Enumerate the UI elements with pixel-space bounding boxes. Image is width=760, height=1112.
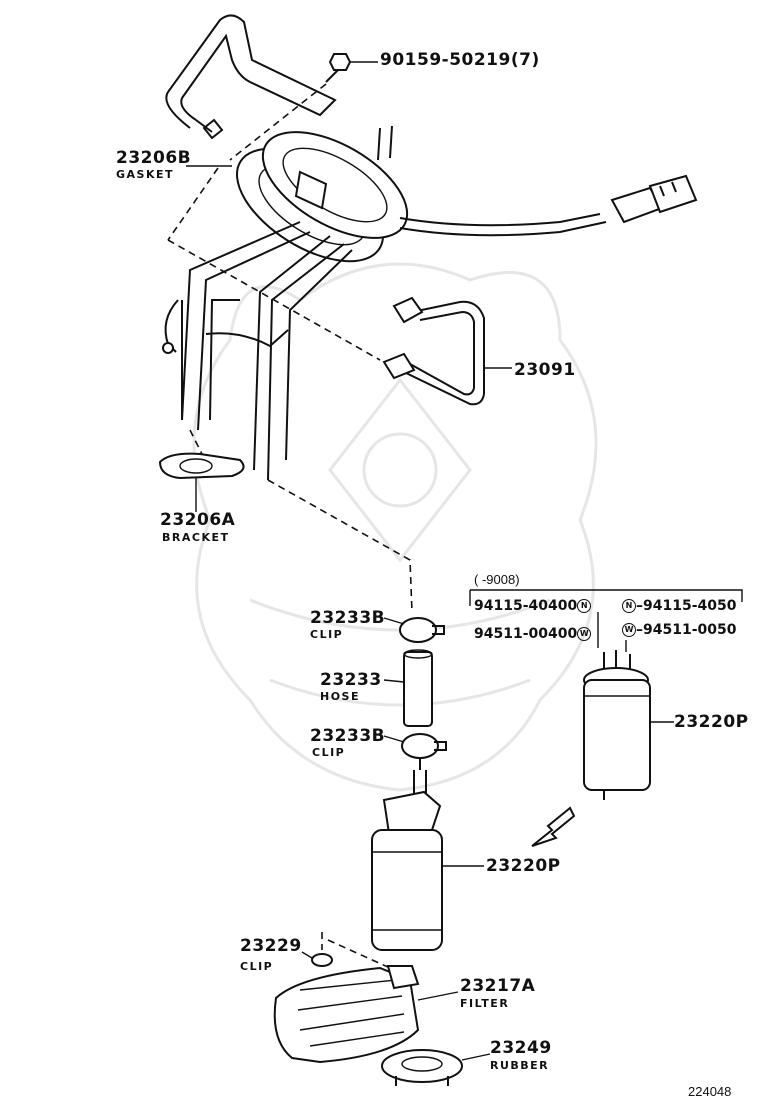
rubber-name: RUBBER [490, 1059, 550, 1072]
gasket-name: GASKET [116, 168, 175, 181]
direction-arrow [531, 806, 576, 847]
rubber-part-number: 23249 [490, 1038, 552, 1058]
flange-pipe [377, 125, 393, 161]
clip-bottom [401, 733, 447, 770]
sender-flange [261, 131, 409, 239]
fuel-pump [371, 770, 443, 951]
pump-alt-part-number: 23220P [674, 712, 749, 732]
clip-bottom-part-number: 23233B [310, 726, 386, 746]
fuel-filter [273, 965, 420, 1064]
clip-top [399, 617, 445, 643]
fuel-gauge-wire [165, 14, 337, 129]
clip-top-part-number: 23233B [310, 608, 386, 628]
tube-leader-dashed [167, 239, 381, 361]
fuel-tube [382, 296, 485, 406]
kit-part-2: N–94115-4050 [622, 598, 736, 614]
bolt [325, 53, 352, 83]
tube-part-number: 23091 [514, 360, 576, 380]
illustration-number: 224048 [688, 1084, 732, 1099]
clip-top-name: CLIP [310, 628, 344, 641]
label-leaders [186, 61, 674, 1061]
mark-n-icon: N [577, 599, 592, 613]
hose-part-number: 23233 [320, 670, 382, 690]
gasket-leader-dashed [167, 167, 219, 241]
clip-bottom-name: CLIP [312, 746, 346, 759]
bracket [158, 452, 245, 480]
mark-n-icon: N [622, 599, 636, 613]
mark-w-icon: W [622, 623, 636, 637]
filter-leader-dashed [321, 932, 391, 969]
hose-leader-dashed [267, 479, 413, 613]
small-clip-part-number: 23229 [240, 936, 302, 956]
date-range: ( -9008) [474, 572, 520, 587]
kit-bracket-line [469, 589, 743, 606]
small-clip-name: CLIP [240, 960, 274, 973]
wire-harness [399, 213, 601, 227]
bolt-leader-dashed [229, 83, 327, 161]
fuel-pump-alt [583, 650, 651, 800]
mark-w-icon: W [577, 627, 592, 641]
bolt-part-number: 90159-50219(7) [380, 50, 540, 70]
bracket-name: BRACKET [162, 531, 230, 544]
hose [403, 649, 433, 727]
watermark-crest [192, 262, 598, 792]
hose-name: HOSE [320, 690, 360, 703]
kit-part-4: W–94511-0050 [622, 622, 736, 638]
electrical-connector [610, 174, 698, 224]
filter-part-number: 23217A [460, 976, 536, 996]
small-clip [311, 953, 333, 967]
filter-name: FILTER [460, 997, 510, 1010]
wire-connector-top [195, 118, 224, 140]
bracket-part-number: 23206A [160, 510, 236, 530]
rubber-cushion [381, 1049, 463, 1086]
pump-part-number: 23220P [486, 856, 561, 876]
sender-tubes [162, 221, 353, 481]
gasket-part-number: 23206B [116, 148, 192, 168]
